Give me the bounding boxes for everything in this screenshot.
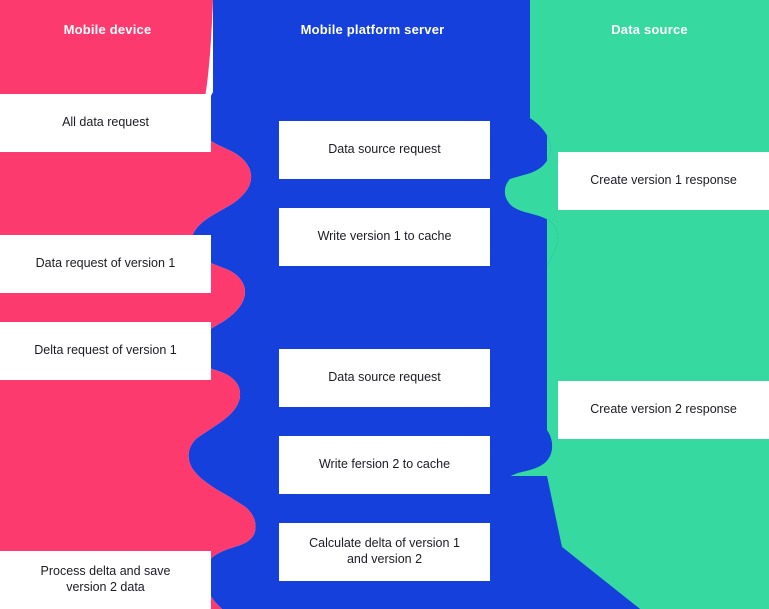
step-label: Create version 2 response bbox=[590, 402, 737, 417]
step-label: Delta request of version 1 bbox=[34, 343, 177, 358]
lane-title-mobile-platform-server: Mobile platform server bbox=[300, 22, 445, 37]
step-label: Data source request bbox=[328, 370, 441, 385]
mobile-platform-server-bottom-wedge bbox=[476, 476, 640, 609]
step-label: Write version 1 to cache bbox=[317, 229, 452, 244]
step-box-data-source-request-1[interactable]: Data source request bbox=[279, 121, 490, 179]
data-source-lane-notch-top bbox=[504, 118, 558, 266]
step-label: Create version 1 response bbox=[590, 173, 737, 188]
step-label: All data request bbox=[62, 115, 149, 130]
lane-title-data-source: Data source bbox=[611, 22, 688, 37]
step-box-data-request-version-1[interactable]: Data request of version 1 bbox=[0, 235, 211, 293]
step-box-write-version-1-to-cache[interactable]: Write version 1 to cache bbox=[279, 208, 490, 266]
step-label: Data request of version 1 bbox=[35, 256, 176, 271]
step-box-delta-request-version-1[interactable]: Delta request of version 1 bbox=[0, 322, 211, 380]
step-box-write-fersion-2-to-cache[interactable]: Write fersion 2 to cache bbox=[279, 436, 490, 494]
step-box-create-version-2-response[interactable]: Create version 2 response bbox=[558, 381, 769, 439]
lane-title-mobile-device: Mobile device bbox=[63, 22, 152, 37]
step-box-data-source-request-2[interactable]: Data source request bbox=[279, 349, 490, 407]
mobile-device-lane-fill bbox=[0, 0, 256, 609]
step-box-create-version-1-response[interactable]: Create version 1 response bbox=[558, 152, 769, 210]
step-box-all-data-request[interactable]: All data request bbox=[0, 94, 211, 152]
step-label: Data source request bbox=[328, 142, 441, 157]
step-label: Write fersion 2 to cache bbox=[318, 457, 451, 472]
